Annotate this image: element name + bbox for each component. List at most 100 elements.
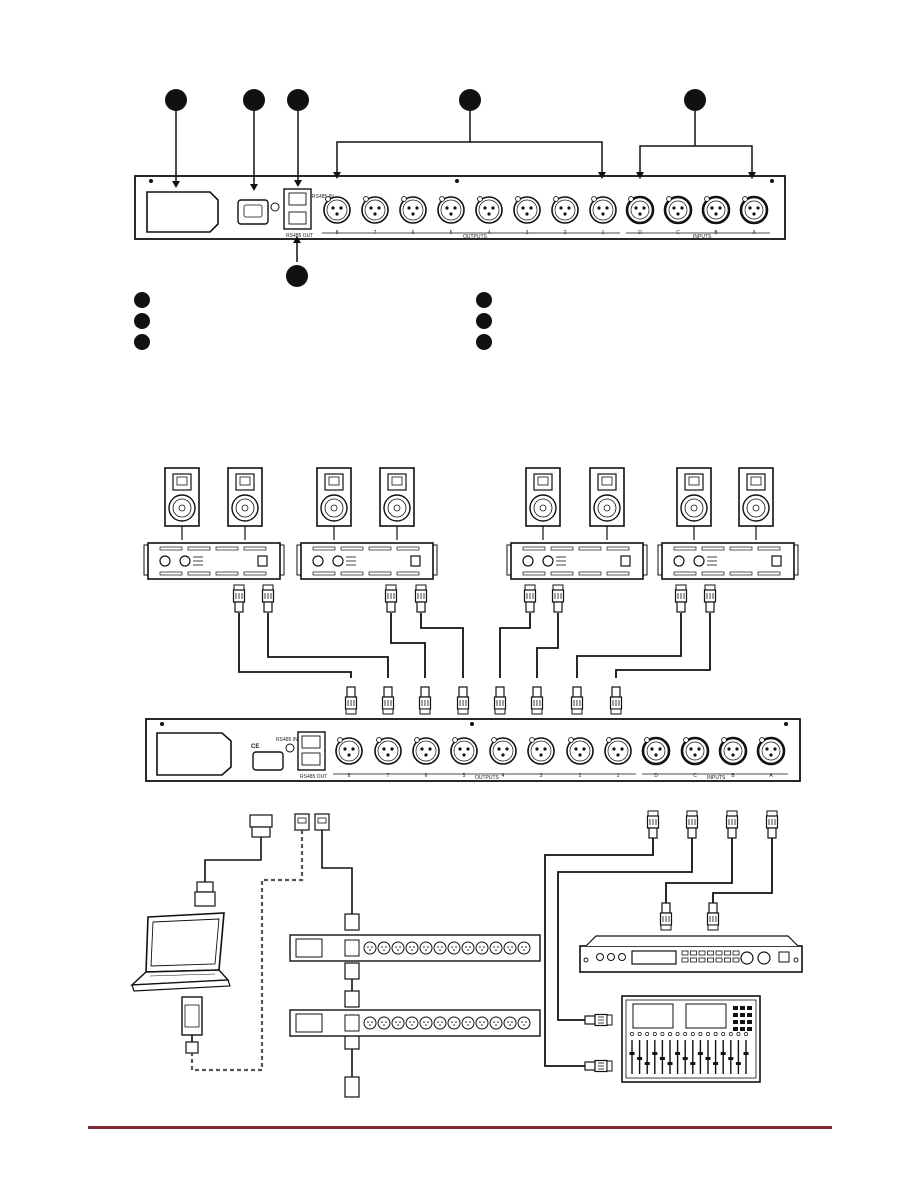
footer-rule	[88, 1126, 832, 1129]
mixer-knob	[645, 1032, 650, 1036]
output-number: 5	[463, 773, 466, 779]
mixer-knob	[736, 1032, 741, 1036]
processor-button	[681, 950, 689, 956]
mixer-button	[740, 1027, 745, 1031]
mixer-fader-cap	[652, 1052, 658, 1055]
mixer-knob	[706, 1032, 710, 1036]
output-number: 2	[564, 230, 567, 236]
processor-icon	[579, 935, 803, 973]
input-letter: A	[752, 230, 756, 236]
mixer-fader-cap	[637, 1057, 643, 1060]
mixer-knob	[744, 1032, 748, 1036]
output-number: 6	[425, 773, 428, 779]
mixer-fader-cap	[697, 1052, 703, 1055]
processor-button	[690, 957, 697, 963]
mixer-knob	[721, 1032, 726, 1036]
input-letter: C	[693, 773, 697, 779]
mixer-knob	[690, 1032, 695, 1036]
processor-button	[698, 957, 706, 963]
mixer-fader-cap	[659, 1057, 665, 1060]
mixer-knob	[637, 1032, 642, 1036]
xlr-cables	[238, 613, 711, 678]
output-number: 8	[336, 230, 339, 236]
mixer-knob	[630, 1032, 634, 1036]
outputs-label: OUTPUTS	[463, 234, 488, 240]
mixer-button	[747, 1020, 752, 1024]
processor-button	[732, 950, 740, 956]
processor-button	[698, 950, 706, 956]
mixer-knob	[728, 1032, 733, 1036]
mixer-button	[740, 1013, 745, 1017]
mixer-button	[733, 1013, 738, 1017]
input-letter: B	[731, 773, 735, 779]
mixer-button	[733, 1006, 738, 1010]
mid-rear-panel: CE RS485 IN RS485 OUT OUTPUTS INPUTS	[145, 718, 801, 782]
input-letter: A	[769, 773, 773, 779]
mixer-fader-cap	[675, 1052, 681, 1055]
input-letter: D	[638, 230, 642, 236]
mixer-fader-cap	[644, 1062, 650, 1065]
inputs-label: INPUTS	[693, 234, 712, 240]
processor-button	[724, 957, 731, 963]
output-number: 6	[412, 230, 415, 236]
mixer-button	[733, 1020, 738, 1024]
mixer-fader-cap	[682, 1057, 688, 1060]
mixer-fader-cap	[743, 1052, 749, 1055]
output-number: 3	[526, 230, 529, 236]
output-number: 2	[579, 773, 582, 779]
input-letter: C	[676, 230, 680, 236]
mixer-button	[740, 1020, 745, 1024]
processor-button	[707, 950, 714, 956]
mixer-fader-cap	[629, 1052, 635, 1055]
input-letter: D	[654, 773, 658, 779]
mixer-button	[740, 1006, 745, 1010]
mixer-button	[733, 1027, 738, 1031]
usb-adapter-icon	[181, 814, 273, 1054]
mixer-knob	[683, 1032, 688, 1036]
output-number: 8	[348, 773, 351, 779]
processor-button	[681, 957, 689, 963]
processor-button	[707, 957, 714, 963]
processor-button	[732, 957, 740, 963]
xlr-connector-icon	[232, 584, 717, 715]
laptop-icon	[130, 912, 231, 992]
output-number: 7	[374, 230, 377, 236]
svg-text:CE: CE	[251, 744, 259, 750]
mixer-knob	[660, 1032, 665, 1036]
rs485-in-label-2: RS485 IN	[276, 737, 298, 743]
output-number: 1	[602, 230, 605, 236]
processor-button	[715, 950, 723, 956]
mixer-knob	[652, 1032, 657, 1036]
mixer-fader-cap	[735, 1062, 741, 1065]
mixer-button	[747, 1013, 752, 1017]
output-number: 3	[540, 773, 543, 779]
output-number: 5	[450, 230, 453, 236]
output-number: 7	[387, 773, 390, 779]
numbered-callout-icon	[165, 89, 706, 287]
mixer-fader-cap	[713, 1062, 719, 1065]
processor-button	[715, 957, 723, 963]
mixer-knob	[698, 1032, 703, 1036]
output-number: 4	[488, 230, 491, 236]
legend-bullets	[134, 292, 492, 350]
output-number: 1	[617, 773, 620, 779]
inputs-label-2: INPUTS	[707, 775, 726, 781]
mixer-knob	[713, 1032, 718, 1036]
mixer-fader-cap	[705, 1057, 711, 1060]
top-rear-panel: CE RS485 IN RS485 OUT OUTPUTS INPUTS	[134, 175, 786, 240]
mixer-knob	[675, 1032, 680, 1036]
mixer-button	[747, 1027, 752, 1031]
outputs-label-2: OUTPUTS	[475, 775, 500, 781]
mixer-button	[747, 1006, 752, 1010]
amplifier-icon	[143, 542, 799, 580]
mixer-fader-cap	[690, 1062, 696, 1065]
callout-pointers	[172, 107, 756, 262]
rs485-out-label-2: RS485 OUT	[300, 774, 327, 780]
processor-button	[724, 950, 731, 956]
mixer-fader-cap	[667, 1062, 673, 1065]
mixer-knob	[668, 1032, 672, 1036]
rs485-out-label: RS485 OUT	[286, 233, 313, 239]
mixer-icon	[621, 995, 761, 1083]
